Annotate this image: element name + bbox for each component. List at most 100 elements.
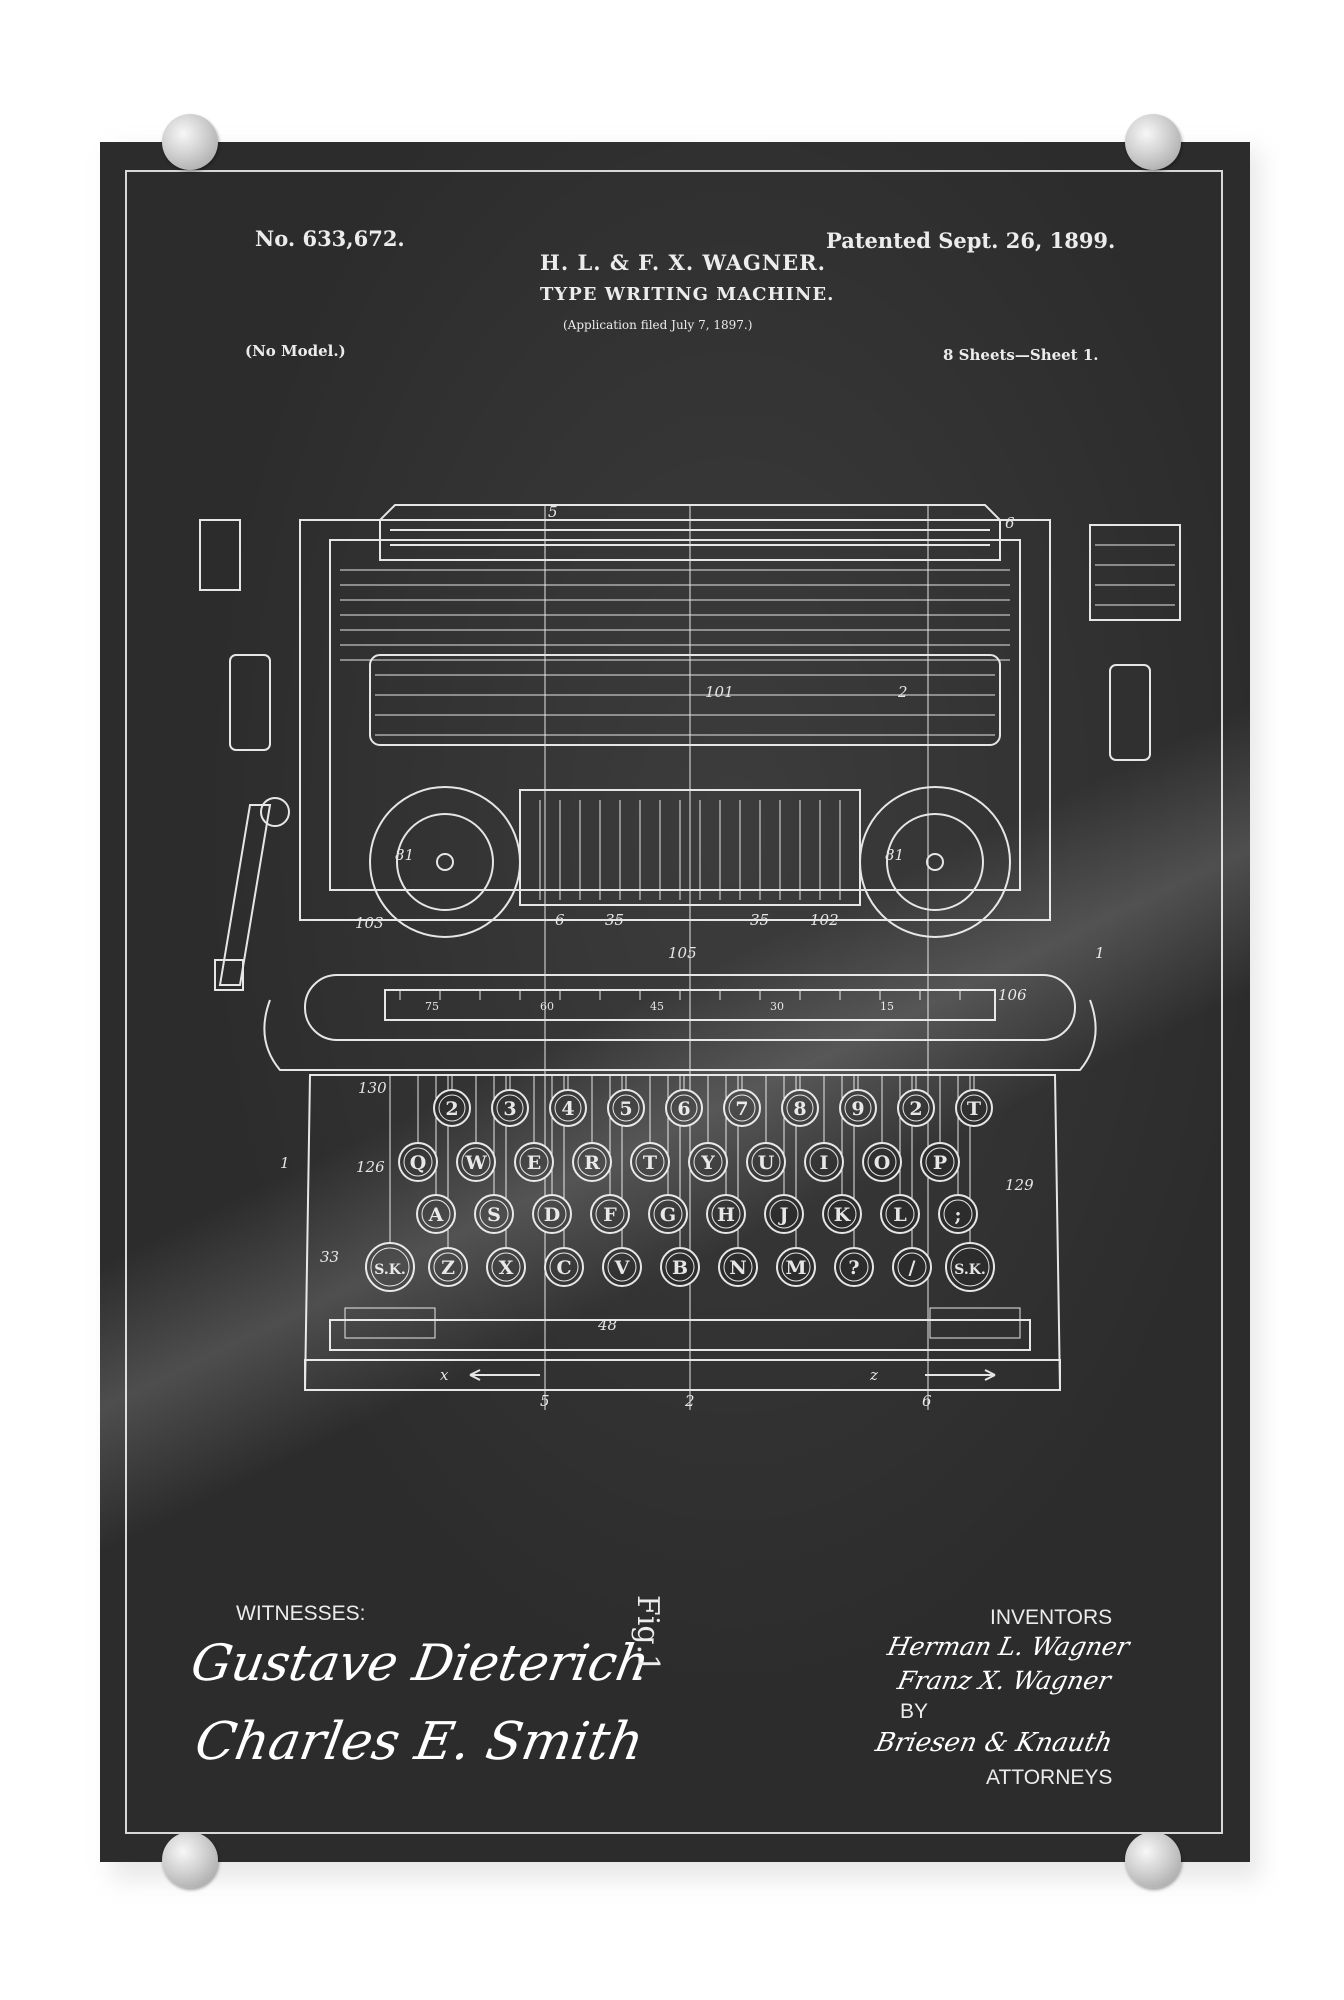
typewriter-key-inner-ring — [897, 1252, 927, 1282]
key-label: D — [544, 1204, 560, 1226]
ref-num: 101 — [705, 683, 734, 701]
key-label: Z — [441, 1257, 455, 1279]
ref-num: x — [440, 1366, 449, 1384]
figure-label: Fig.1. — [630, 1595, 665, 1683]
ref-num: 5 — [540, 1392, 550, 1410]
typewriter-key-inner-ring — [370, 1247, 410, 1287]
key-label: K — [834, 1204, 852, 1226]
typewriter-key-inner-ring — [519, 1147, 549, 1177]
typewriter-key — [862, 1142, 902, 1182]
ref-num: 35 — [750, 911, 769, 929]
key-label: N — [729, 1257, 746, 1279]
typewriter-key — [602, 1247, 642, 1287]
typewriter-key-inner-ring — [809, 1147, 839, 1177]
typewriter-key-inner-ring — [438, 1094, 466, 1122]
key-label: H — [717, 1204, 735, 1226]
typewriter-key-inner-ring — [711, 1199, 741, 1229]
typewriter-key — [398, 1142, 438, 1182]
ref-num: 1 — [1095, 944, 1105, 962]
typewriter-key — [416, 1194, 456, 1234]
key-label: ? — [848, 1257, 859, 1279]
typewriter-key-inner-ring — [925, 1147, 955, 1177]
ref-num: 130 — [358, 1079, 387, 1097]
key-label: B — [672, 1257, 688, 1279]
typewriter-key-inner-ring — [537, 1199, 567, 1229]
scale-mark: 30 — [770, 1000, 784, 1013]
ref-num: 2 — [897, 683, 908, 701]
typewriter-key-inner-ring — [612, 1094, 640, 1122]
mounting-pin-icon — [1125, 114, 1181, 170]
typewriter-key-inner-ring — [867, 1147, 897, 1177]
application-note: (Application filed July 7, 1897.) — [563, 318, 753, 332]
ref-num: 106 — [998, 986, 1027, 1004]
typewriter-key — [706, 1194, 746, 1234]
witness-signature-1: Gustave Dieterich — [186, 1634, 655, 1692]
typewriter-key-inner-ring — [403, 1147, 433, 1177]
key-label: G — [660, 1204, 676, 1226]
typewriter-key — [532, 1194, 572, 1234]
typewriter-key-inner-ring — [728, 1094, 756, 1122]
typewriter-key-inner-ring — [844, 1094, 872, 1122]
ref-num: 2 — [684, 1392, 695, 1410]
key-label: 9 — [851, 1098, 864, 1120]
typewriter-key-inner-ring — [885, 1199, 915, 1229]
typewriter-key — [514, 1142, 554, 1182]
typewriter-key-inner-ring — [769, 1199, 799, 1229]
key-label: E — [527, 1152, 541, 1174]
typewriter-key — [892, 1247, 932, 1287]
typewriter-key-inner-ring — [950, 1247, 990, 1287]
typewriter-key-inner-ring — [786, 1094, 814, 1122]
typewriter-key-inner-ring — [421, 1199, 451, 1229]
typewriter-key-inner-ring — [960, 1094, 988, 1122]
mounting-pin-icon — [162, 1832, 218, 1888]
typewriter-key — [746, 1142, 786, 1182]
typewriter-key-inner-ring — [693, 1147, 723, 1177]
ref-num: 35 — [605, 911, 624, 929]
key-label: Y — [700, 1152, 715, 1174]
key-label: 2 — [445, 1098, 458, 1120]
key-label: V — [614, 1257, 631, 1279]
key-label: M — [785, 1257, 806, 1279]
key-label: 3 — [503, 1098, 516, 1120]
by-label: BY — [900, 1700, 929, 1723]
typewriter-key — [474, 1194, 514, 1234]
typewriter-key — [572, 1142, 612, 1182]
key-label: W — [464, 1152, 487, 1174]
ref-num: 6 — [555, 911, 565, 929]
typewriter-key-inner-ring — [595, 1199, 625, 1229]
inventor-signature-1: Herman L. Wagner — [884, 1632, 1133, 1661]
key-label: F — [603, 1204, 617, 1226]
typewriter-key — [804, 1142, 844, 1182]
key-label: I — [820, 1152, 829, 1174]
typewriter-key — [822, 1194, 862, 1234]
typewriter-key-inner-ring — [554, 1094, 582, 1122]
key-label: T — [643, 1152, 657, 1174]
key-label: S.K. — [954, 1262, 986, 1278]
typewriter-key — [938, 1194, 978, 1234]
patent-number: No. 633,672. — [255, 226, 405, 251]
ref-num: 129 — [1005, 1176, 1034, 1194]
attorney-signature: Briesen & Knauth — [872, 1728, 1116, 1758]
typewriter-key-inner-ring — [479, 1199, 509, 1229]
typewriter-key — [486, 1247, 526, 1287]
key-label: J — [778, 1204, 789, 1226]
witnesses-label: WITNESSES: — [236, 1602, 366, 1625]
scale-mark: 45 — [650, 1000, 664, 1013]
ref-num: 126 — [356, 1158, 385, 1176]
key-label: 5 — [619, 1098, 632, 1120]
key-label: / — [909, 1257, 916, 1279]
key-label: 2 — [909, 1098, 922, 1120]
typewriter-key-inner-ring — [549, 1252, 579, 1282]
chalkboard-poster — [100, 142, 1250, 1862]
key-label: S — [487, 1204, 501, 1226]
inventor-names: H. L. & F. X. WAGNER. — [540, 250, 826, 275]
typewriter-key-inner-ring — [433, 1252, 463, 1282]
witness-signature-2: Charles E. Smith — [190, 1712, 649, 1772]
typewriter-key — [660, 1247, 700, 1287]
typewriter-key — [428, 1247, 468, 1287]
key-label: ; — [954, 1204, 961, 1226]
mounting-pin-icon — [162, 114, 218, 170]
typewriter-key — [630, 1142, 670, 1182]
ref-num: 6 — [922, 1392, 932, 1410]
